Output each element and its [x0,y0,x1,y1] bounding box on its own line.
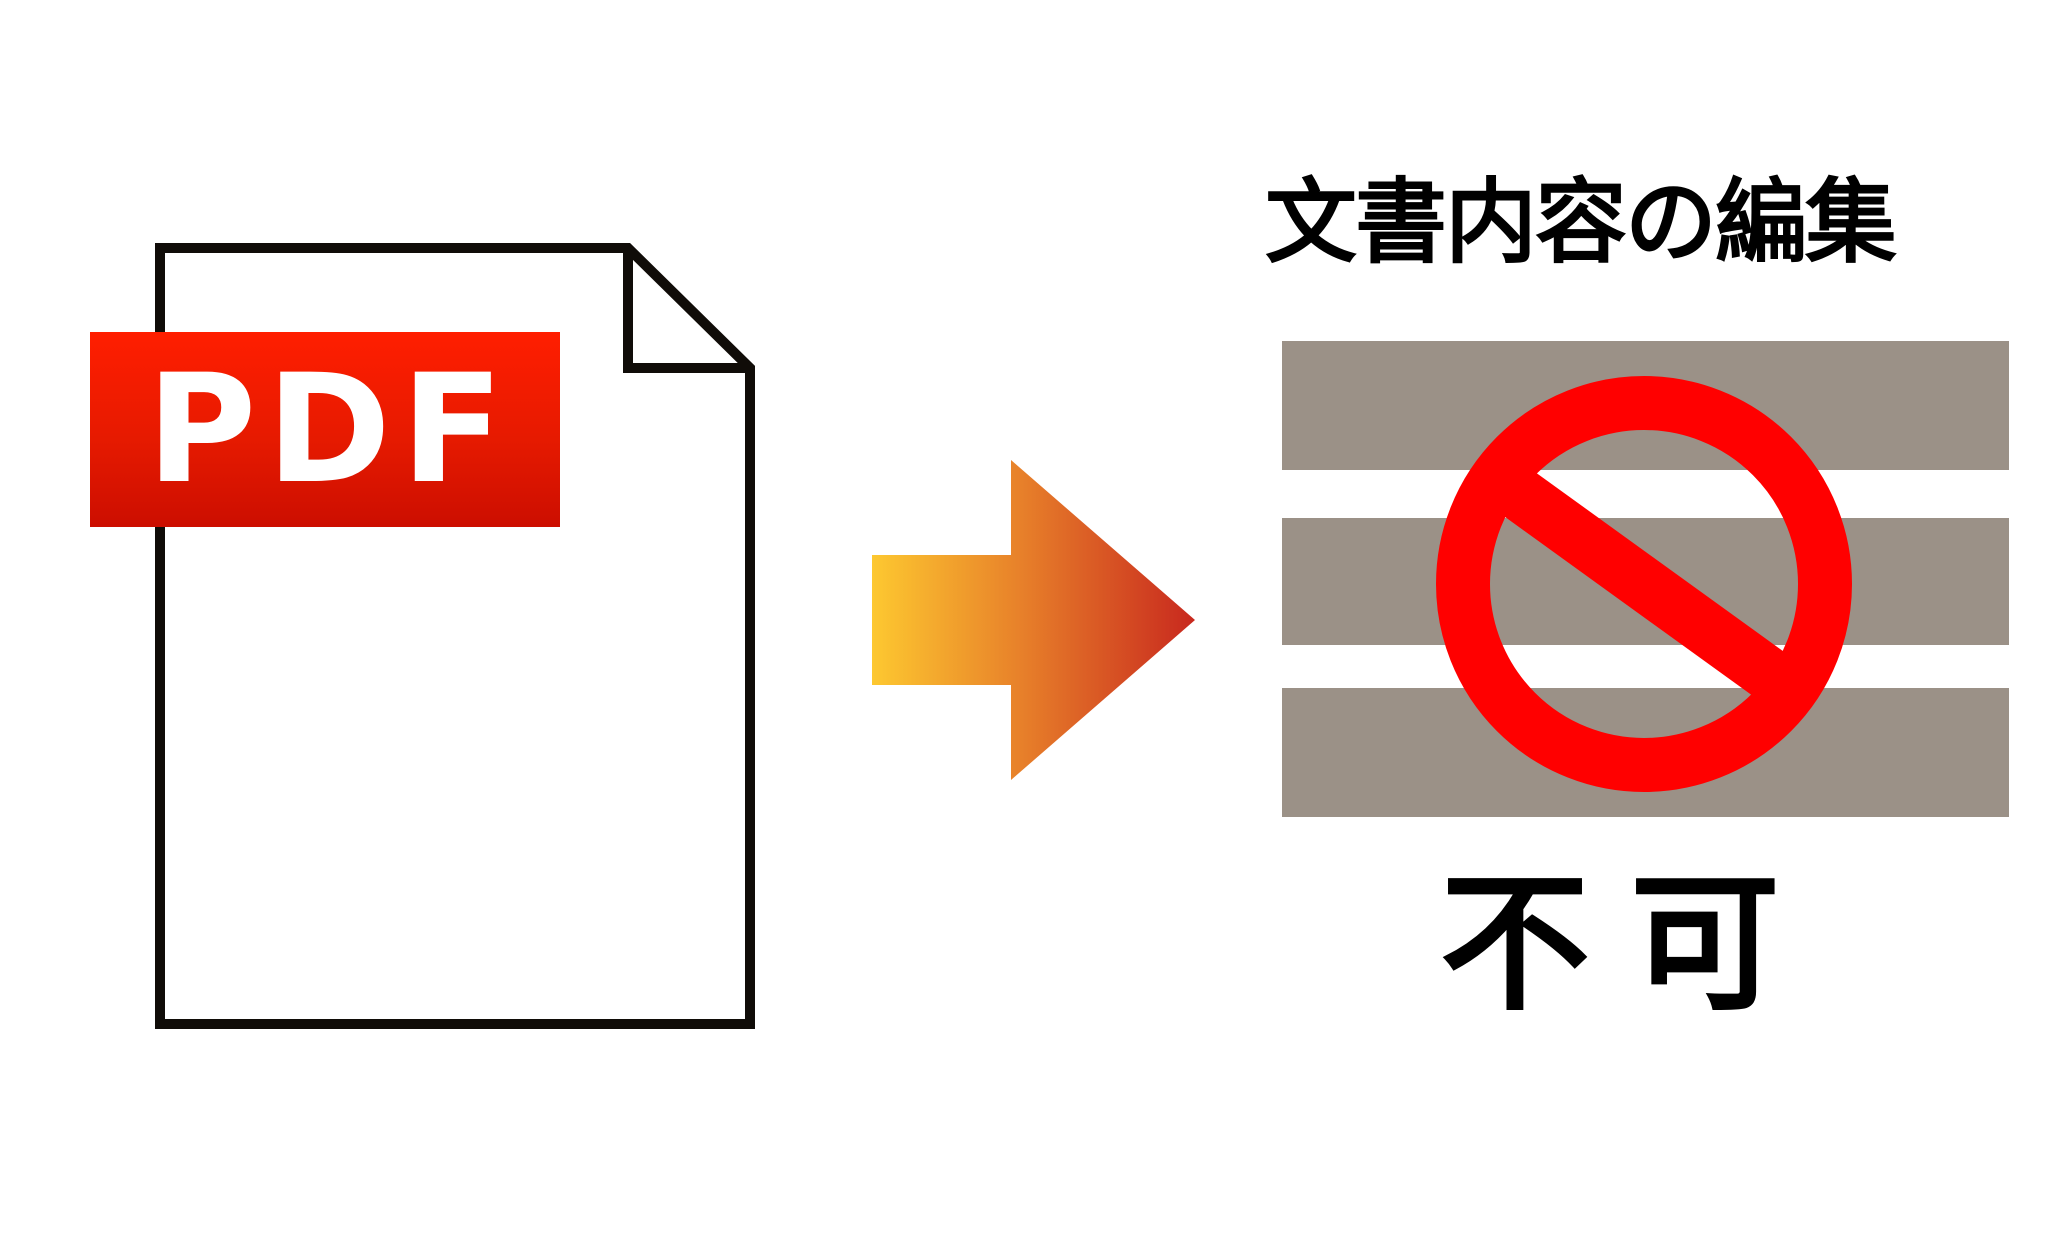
text-line-bar [1282,688,2009,817]
text-line-bar [1282,341,2009,470]
pdf-badge-label: PDF [146,342,514,517]
pdf-badge: PDF [90,332,560,527]
text-line-bar [1282,518,2009,645]
right-arrow-icon [872,460,1195,780]
action-title: 文書内容の編集 [1265,169,1897,276]
result-label: 不可 [1440,858,1821,1032]
